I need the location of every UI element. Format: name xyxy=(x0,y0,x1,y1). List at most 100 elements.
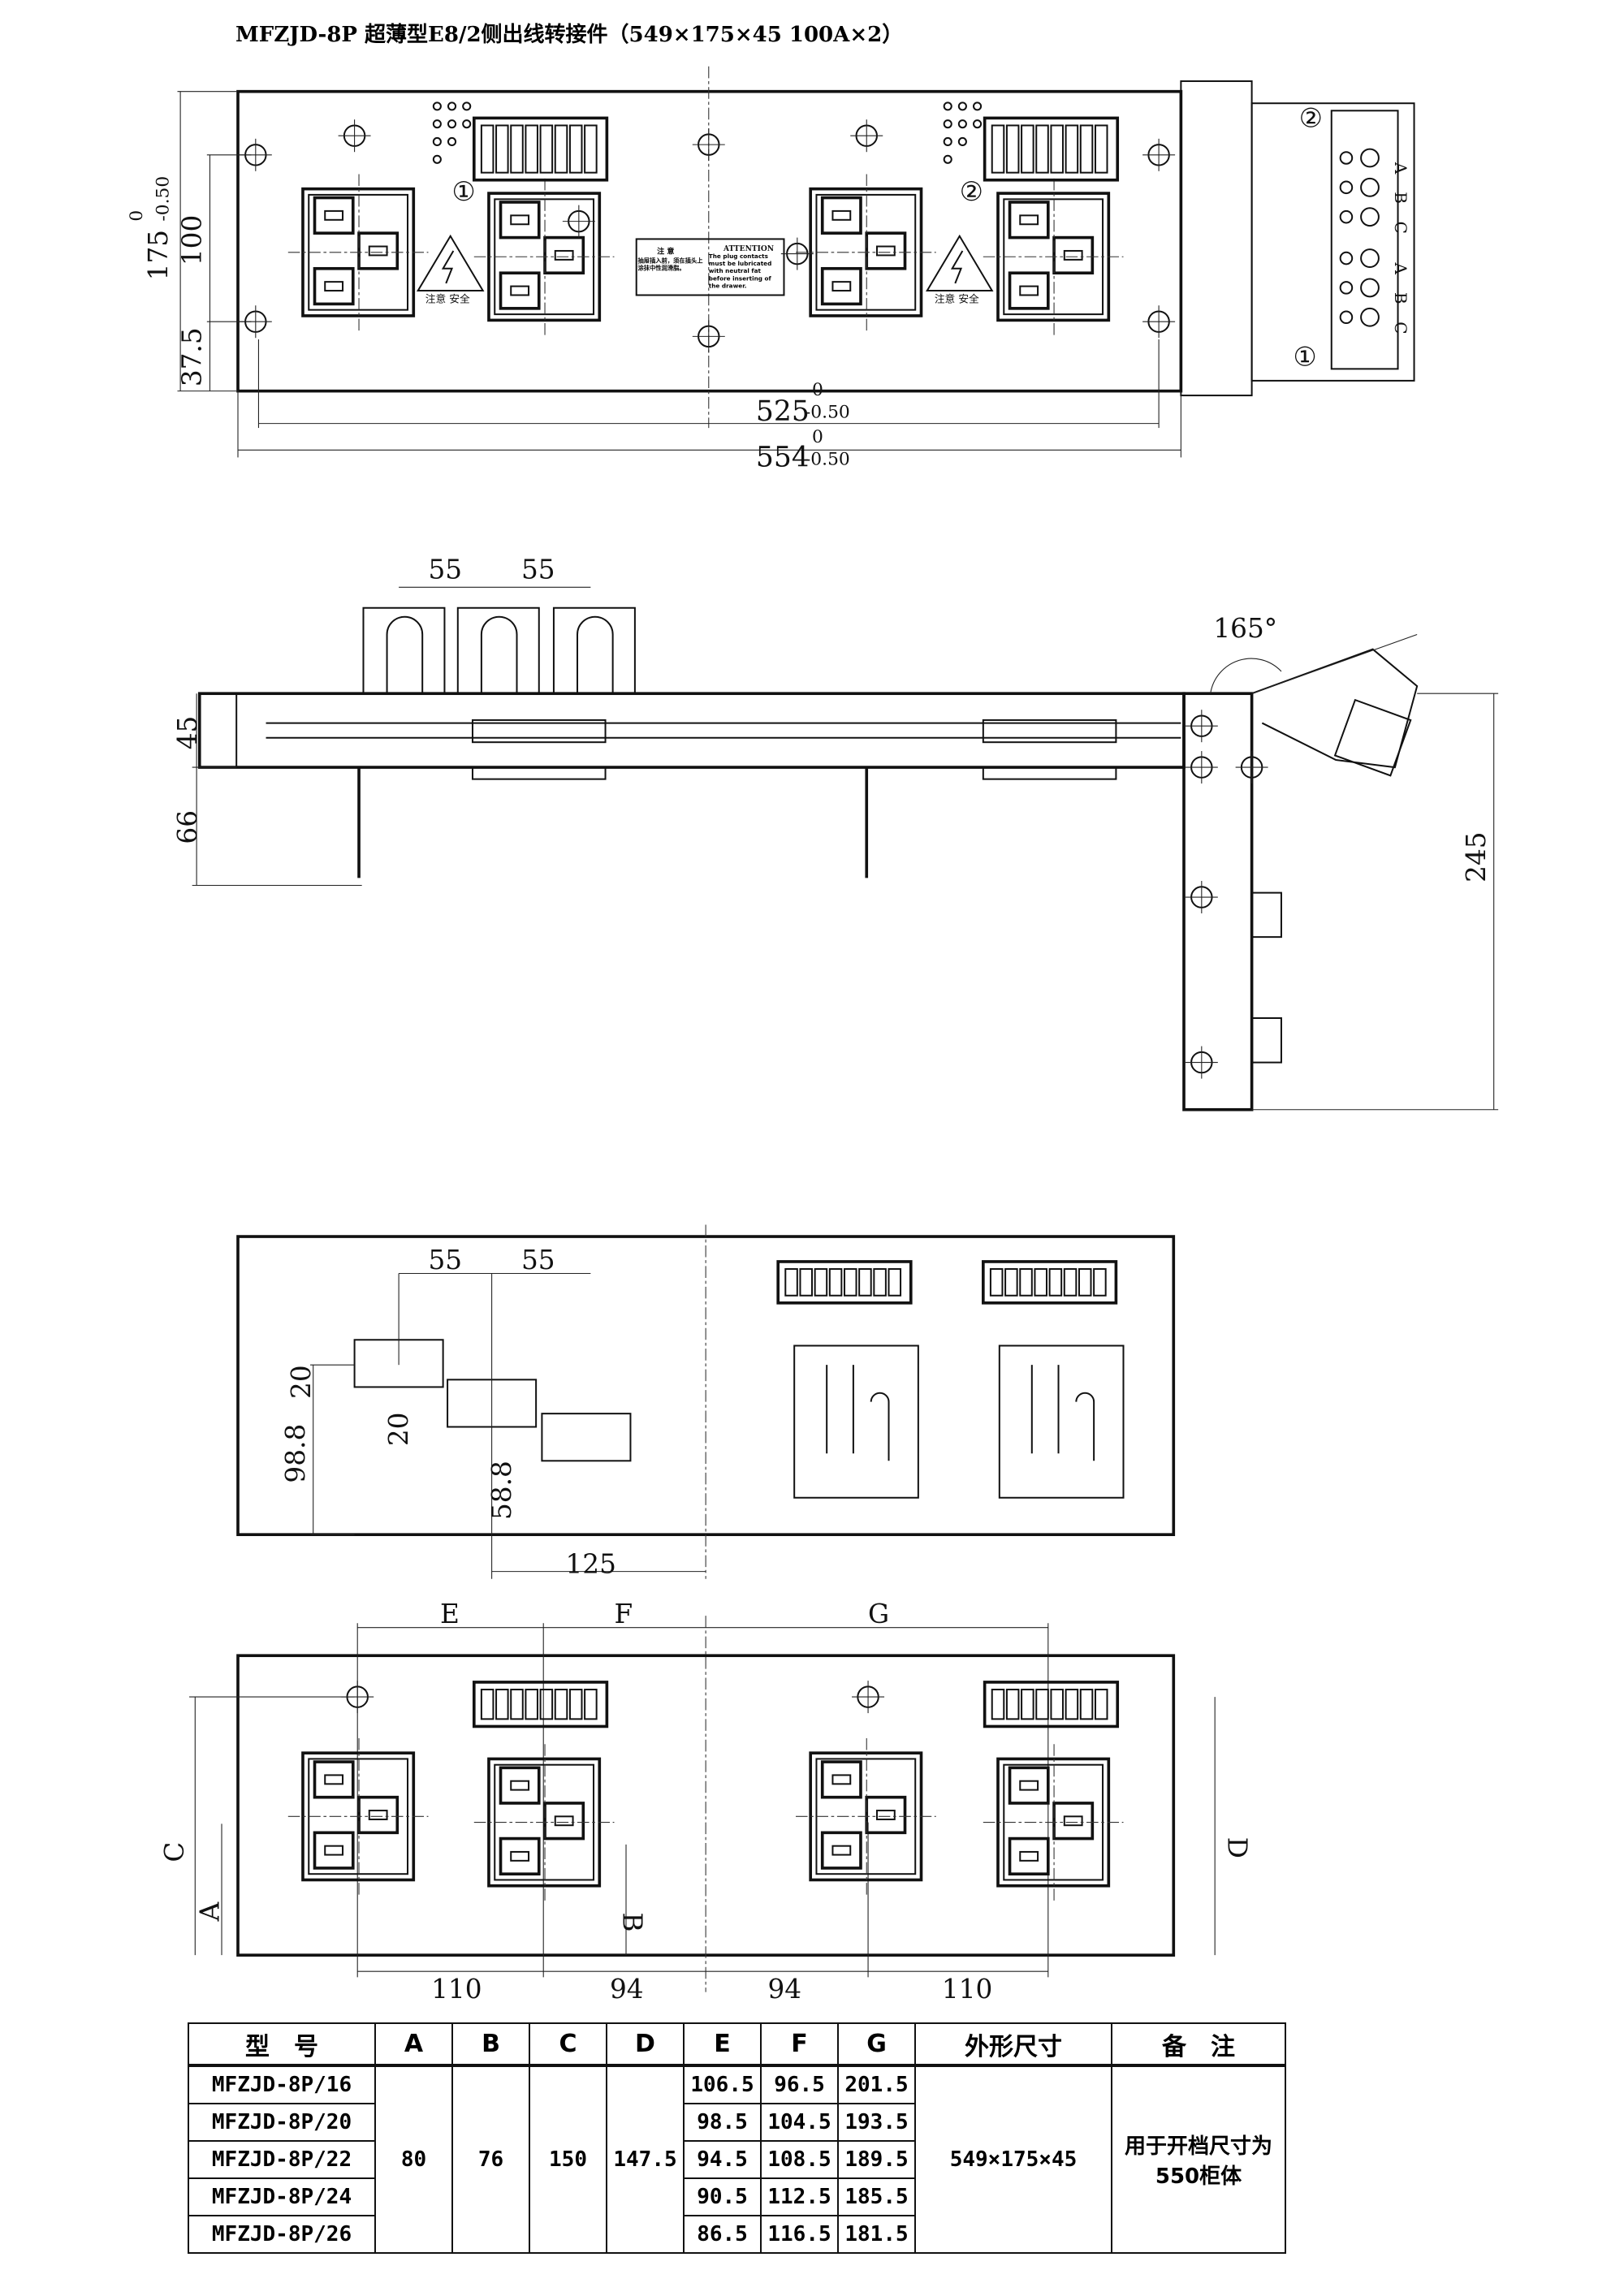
terminal-cell xyxy=(495,1689,509,1720)
small-hole xyxy=(973,101,983,111)
contact-slot xyxy=(865,231,907,270)
dim-pitch-2: 55 xyxy=(521,1245,555,1275)
terminal-screw-icon xyxy=(1339,281,1354,295)
socket-body-bottom xyxy=(793,1344,919,1499)
terminal-screw-icon xyxy=(1339,180,1354,195)
terminal-screw-icon xyxy=(1339,251,1354,265)
dim-pitch-1: 55 xyxy=(428,1245,462,1275)
header-a: A xyxy=(374,2022,453,2067)
terminal-cell xyxy=(1004,1268,1018,1297)
contact-slot xyxy=(1008,1766,1050,1805)
terminal-frame xyxy=(472,1681,609,1728)
contact-slot xyxy=(357,231,400,270)
small-hole xyxy=(432,154,442,164)
small-hole xyxy=(447,101,457,111)
terminal-cell xyxy=(584,1689,598,1720)
model-cell: MFZJD-8P/26 xyxy=(188,2215,376,2254)
terminal-cell xyxy=(510,1689,524,1720)
terminal-cell xyxy=(525,1689,538,1720)
contact-pin xyxy=(1019,1850,1039,1862)
circuit-mark: ② xyxy=(960,176,983,207)
terminal-cell xyxy=(1048,1268,1063,1297)
small-hole xyxy=(973,119,983,129)
contact-pin xyxy=(875,1810,896,1820)
contact-slot xyxy=(499,1766,541,1805)
hinged-connector xyxy=(1251,648,1419,769)
small-hole xyxy=(943,154,952,164)
terminal-cell xyxy=(1093,1268,1107,1297)
contact-pin xyxy=(510,1780,530,1791)
bottom-view-dimensions: 55 55 20 20 98.8 58.8 125 xyxy=(280,1245,706,1579)
small-hole xyxy=(943,119,952,129)
terminal-cell xyxy=(480,124,495,174)
remark-line1: 用于开档尺寸为 xyxy=(1124,2134,1272,2159)
spec-table: 型 号 A B C D E F G 外形尺寸 备 注 MFZJD-8P/16 8… xyxy=(188,2022,1286,2254)
contact-pin xyxy=(368,245,388,257)
small-hole xyxy=(447,119,457,129)
mounting-hole-icon xyxy=(239,138,272,171)
notice-en-title: ATTENTION xyxy=(723,244,774,253)
terminal-block xyxy=(472,116,609,182)
contact-fork xyxy=(362,606,446,694)
header-e: E xyxy=(683,2022,762,2067)
dim-hole-width: 525 xyxy=(756,395,810,428)
header-b: B xyxy=(451,2022,530,2067)
socket-outlet xyxy=(473,1744,615,1901)
d-cell: 147.5 xyxy=(606,2065,685,2254)
small-hole xyxy=(432,101,442,111)
circuit-mark: ① xyxy=(452,176,476,207)
mounting-hole-icon xyxy=(692,128,725,162)
header-c: C xyxy=(529,2022,607,2067)
terminal-cell xyxy=(1065,1689,1079,1720)
mounting-hole-icon xyxy=(1185,881,1218,914)
install-dimensions: E F G C A B D 110 94 94 110 xyxy=(159,1599,1253,2005)
terminal-cell xyxy=(539,124,554,174)
contact-slot xyxy=(1008,201,1050,240)
small-hole xyxy=(957,136,967,147)
outline-cell: 549×175×45 xyxy=(914,2065,1112,2254)
notice-en-body: The plug contacts must be lubricated wit… xyxy=(708,252,772,290)
terminal-cell xyxy=(1094,124,1108,174)
contact-pin xyxy=(831,1774,852,1785)
g-cell: 193.5 xyxy=(837,2103,916,2142)
dim-bottom: 94 xyxy=(610,1974,644,2005)
terminal-block xyxy=(983,116,1120,182)
terminal-block-side xyxy=(471,719,607,744)
contact-slot xyxy=(543,235,585,275)
dim-angle: 165° xyxy=(1213,613,1277,644)
dim-bottom: 110 xyxy=(431,1974,482,2005)
terminal-cell xyxy=(510,124,524,174)
mounting-hole-icon xyxy=(1235,751,1268,784)
contact-pin xyxy=(368,1810,388,1820)
terminal-block xyxy=(776,1260,913,1305)
contact-pin xyxy=(875,245,896,257)
contact-pin xyxy=(324,1774,344,1785)
socket-outlet xyxy=(287,174,429,331)
terminal-screw-icon xyxy=(1360,207,1380,227)
terminal-frame xyxy=(983,116,1120,182)
c-cell: 150 xyxy=(529,2065,607,2254)
mounting-hole-icon xyxy=(850,119,883,153)
header-g: G xyxy=(837,2022,916,2067)
contact-fork xyxy=(552,606,636,694)
attention-label: 注 意 抽屉插入前，须在插头上涂抹中性润滑脂。 ATTENTION The pl… xyxy=(635,238,785,296)
terminal-cell xyxy=(584,124,598,174)
contact-slot xyxy=(499,1836,541,1876)
contact-pin xyxy=(831,281,852,292)
dim-hole-width-tol-lower: -0.50 xyxy=(805,402,850,422)
terminal-cell xyxy=(1021,124,1034,174)
socket-outlet xyxy=(796,1737,936,1895)
notice-cn-body: 抽屉插入前，须在插头上涂抹中性润滑脂。 xyxy=(637,257,703,272)
remark-cell: 用于开档尺寸为 550柜体 xyxy=(1111,2065,1286,2254)
mounting-hole-icon xyxy=(1142,138,1176,171)
b-cell: 76 xyxy=(451,2065,530,2254)
f-cell: 108.5 xyxy=(760,2140,839,2179)
dim-height-a: 98.8 xyxy=(280,1424,311,1483)
side-terminal-block xyxy=(1330,110,1399,370)
mounting-hole-icon xyxy=(338,119,371,153)
label-f: F xyxy=(614,1599,633,1629)
terminal-block xyxy=(472,1681,609,1728)
terminal-screw-icon xyxy=(1360,248,1380,268)
